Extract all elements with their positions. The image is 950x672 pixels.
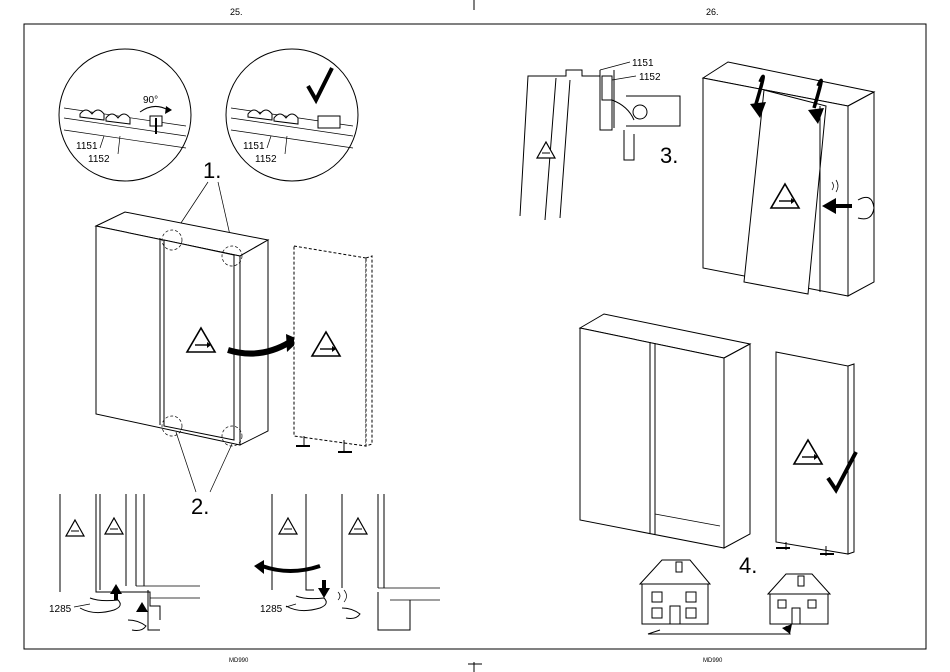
house-icon (640, 560, 710, 624)
hand-icon (858, 197, 874, 219)
house-icon (768, 574, 830, 624)
step3-detail (520, 62, 680, 220)
step2-detail-right (272, 494, 440, 630)
wardrobe-left (96, 212, 268, 446)
step2-detail-left (60, 494, 200, 631)
checkmark-icon (308, 68, 332, 100)
wardrobe-step3 (703, 62, 874, 296)
wardrobe-step4 (580, 314, 750, 548)
detail-circle-after (226, 49, 358, 181)
detail-circle-before (59, 49, 191, 181)
hand-icon (80, 598, 120, 613)
